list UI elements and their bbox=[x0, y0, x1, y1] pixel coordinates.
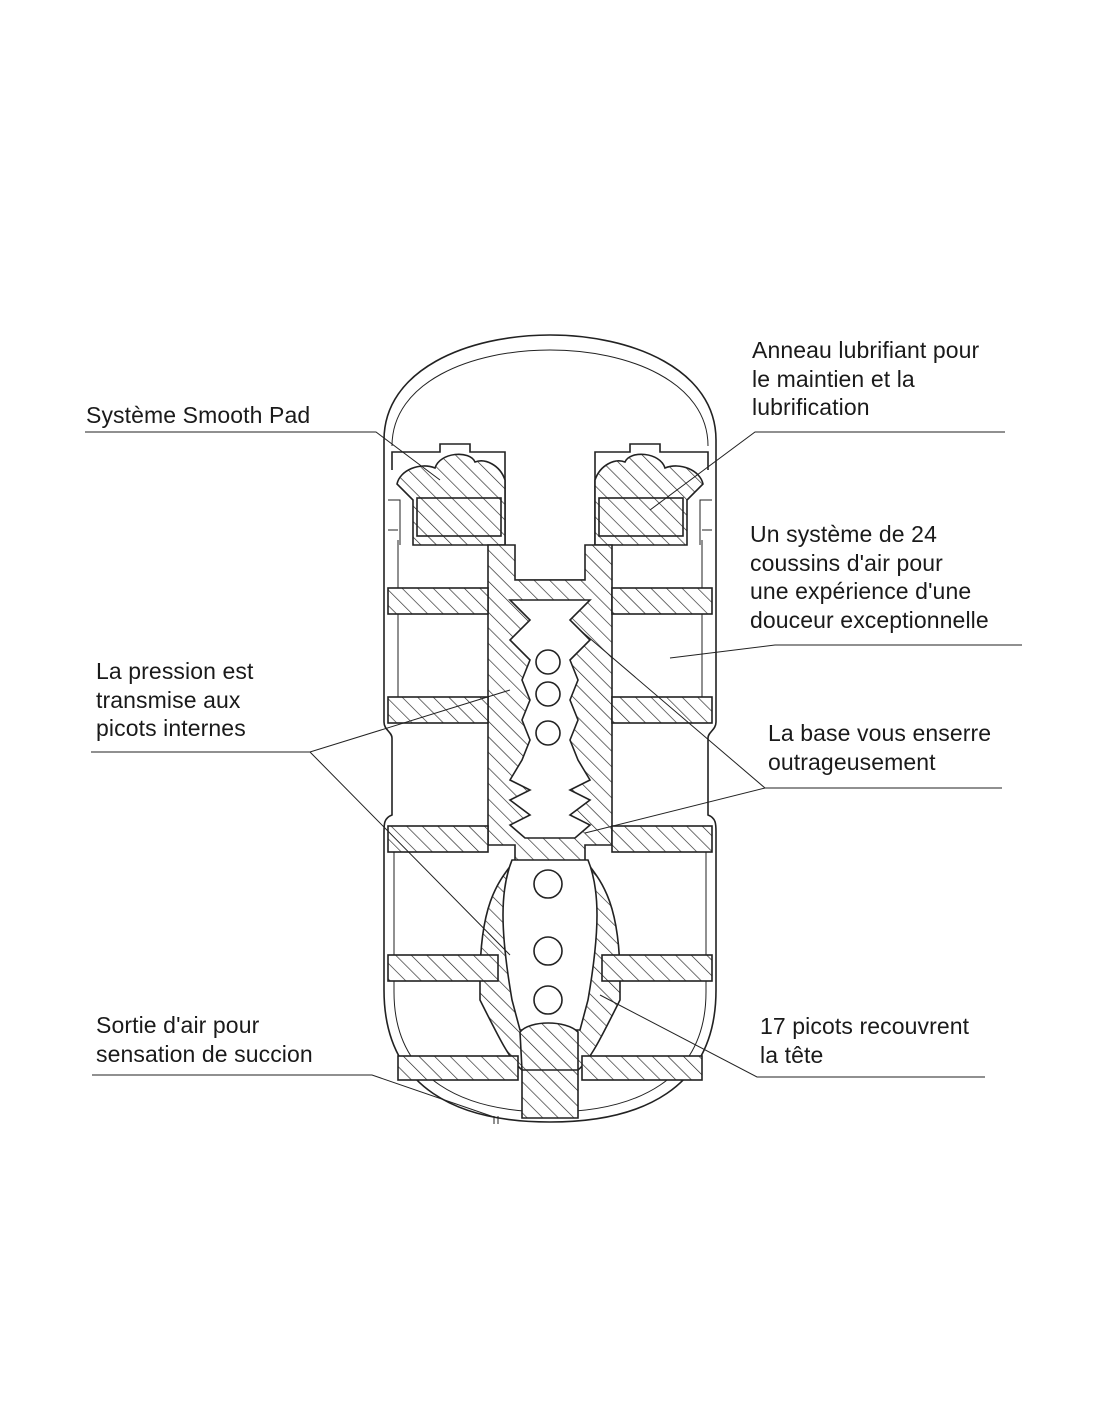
label-cushions-line-3: une expérience d'une bbox=[750, 578, 972, 604]
air-outlet bbox=[493, 1116, 499, 1124]
label-picots: 17 picots recouvrent la tête bbox=[760, 1012, 969, 1069]
leader-smooth-pad bbox=[85, 431, 441, 481]
leader-picots bbox=[599, 994, 985, 1078]
leader-lines bbox=[85, 431, 1022, 1118]
label-ring-line-1: Anneau lubrifiant pour bbox=[752, 337, 980, 363]
label-base: La base vous enserre outrageusement bbox=[768, 719, 991, 776]
label-cushions-line-1: Un système de 24 bbox=[750, 521, 937, 547]
outer-body-upper bbox=[383, 452, 717, 833]
outer-cap bbox=[383, 334, 717, 452]
leader-ring bbox=[649, 431, 1005, 511]
leader-base bbox=[579, 629, 1002, 834]
label-air-outlet: Sortie d'air pour sensation de succion bbox=[96, 1011, 313, 1068]
leader-cushions bbox=[669, 644, 1022, 659]
label-air-outlet-line-2: sensation de succion bbox=[96, 1040, 313, 1067]
label-smooth-pad: Système Smooth Pad bbox=[86, 401, 310, 430]
label-pressure-line-1: La pression est bbox=[96, 658, 254, 684]
label-ring-line-2: le maintien et la bbox=[752, 365, 915, 392]
label-base-line-1: La base vous enserre bbox=[768, 720, 992, 746]
leader-pressure bbox=[91, 689, 511, 956]
label-base-line-2: outrageusement bbox=[768, 748, 936, 775]
label-air-cushions: Un système de 24 coussins d'air pour une… bbox=[750, 520, 989, 634]
leader-air-outlet bbox=[92, 1074, 495, 1118]
label-pressure-line-2: transmise aux bbox=[96, 686, 241, 713]
label-picots-line-1: 17 picots recouvrent bbox=[760, 1013, 970, 1039]
label-pressure: La pression est transmise aux picots int… bbox=[96, 657, 253, 743]
label-picots-line-2: la tête bbox=[760, 1041, 824, 1068]
sleeve-rim bbox=[388, 443, 712, 585]
air-cushion-ribs bbox=[387, 587, 713, 1081]
label-air-outlet-line-1: Sortie d'air pour bbox=[96, 1012, 260, 1038]
label-lubricating-ring: Anneau lubrifiant pour le maintien et la… bbox=[752, 336, 979, 422]
label-pressure-line-3: picots internes bbox=[96, 715, 246, 741]
label-cushions-line-4: douceur exceptionnelle bbox=[750, 606, 989, 633]
label-smooth-pad-line-1: Système Smooth Pad bbox=[86, 402, 311, 428]
label-ring-line-3: lubrification bbox=[752, 394, 870, 420]
label-cushions-line-2: coussins d'air pour bbox=[750, 549, 943, 576]
central-core bbox=[479, 544, 621, 1119]
